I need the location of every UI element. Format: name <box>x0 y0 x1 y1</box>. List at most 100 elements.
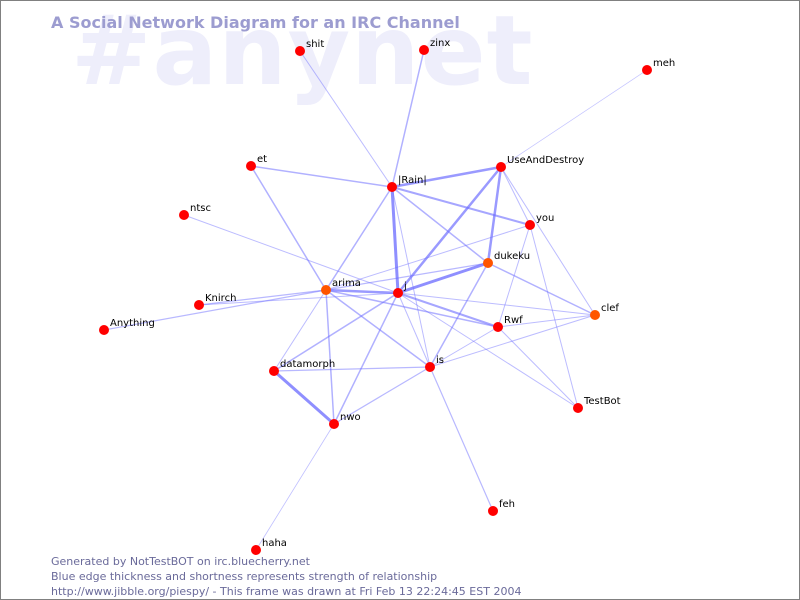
node-j: j <box>393 281 407 298</box>
node-ntsc: ntsc <box>179 203 211 220</box>
edge-rwf-is <box>429 326 499 368</box>
edge-arima-nwo <box>325 289 335 425</box>
node-label: TestBot <box>583 396 621 407</box>
node-label: Rwf <box>504 315 523 326</box>
edge-j-clef <box>397 292 596 316</box>
node-dot <box>425 362 435 372</box>
node-dot <box>295 46 305 56</box>
edge-arima-is <box>325 289 431 368</box>
edge-j-testbot <box>397 292 579 409</box>
node-dot <box>393 288 403 298</box>
node-feh: feh <box>488 499 515 516</box>
node-label: Anything <box>110 318 155 329</box>
edge-j-datamorph <box>273 292 399 372</box>
edge-useanddestroy-you <box>500 166 531 226</box>
node-label: j <box>403 281 407 292</box>
node-dot <box>269 366 279 376</box>
node-dot <box>419 45 429 55</box>
node-arima: arima <box>321 278 361 295</box>
edge-useanddestroy-clef <box>500 166 596 316</box>
edge-useanddestroy-dukeku <box>486 165 503 265</box>
edge-j-nwo <box>333 292 399 425</box>
node-dukeku: dukeku <box>483 251 530 268</box>
node-dot <box>387 182 397 192</box>
edge-arima-datamorph <box>273 289 327 372</box>
node-layer: shit zinx meh et |Rain| UseAndDestroy you ntsc d… <box>99 38 675 555</box>
edge-ntsc-j <box>183 214 399 294</box>
node-label: dukeku <box>494 251 530 262</box>
footer-legend: Blue edge thickness and shortness repres… <box>51 570 438 583</box>
node-label: arima <box>332 278 361 289</box>
edge-arima-rwf <box>325 289 499 328</box>
node-dot <box>488 506 498 516</box>
node-label: datamorph <box>280 359 335 370</box>
node-anything: Anything <box>99 318 155 335</box>
edge-nwo-is <box>333 366 431 425</box>
node-dot <box>573 403 583 413</box>
edge-clef-rwf <box>497 314 596 328</box>
node-label: meh <box>653 58 675 69</box>
edge-arima-anything <box>103 289 327 331</box>
edge-rain-j <box>390 185 400 295</box>
edge-dukeku-arima <box>325 262 489 291</box>
node-dot <box>496 162 506 172</box>
edge-you-arima <box>325 224 531 291</box>
node-is: is <box>425 355 444 372</box>
node-you: you <box>525 213 554 230</box>
node-label: UseAndDestroy <box>507 155 584 166</box>
edge-rwf-testbot <box>497 326 579 409</box>
edge-arima-j <box>324 288 400 295</box>
node-rain: |Rain| <box>387 175 427 192</box>
footer: Generated by NotTestBOT on irc.bluecherr… <box>51 554 521 599</box>
edge-dukeku-j <box>396 261 490 295</box>
node-dot <box>321 285 331 295</box>
edge-you-testbot <box>529 224 579 409</box>
node-rwf: Rwf <box>493 315 523 332</box>
edge-arima-knirch <box>198 289 327 306</box>
node-dot <box>590 310 600 320</box>
node-dot <box>483 258 493 268</box>
node-dot <box>179 210 189 220</box>
edge-et-rain <box>250 165 393 188</box>
edge-et-arima <box>250 165 327 291</box>
node-label: haha <box>262 538 287 549</box>
edge-rain-useanddestroy <box>390 165 503 189</box>
node-label: et <box>257 154 267 165</box>
edge-rain-you <box>391 186 531 226</box>
node-nwo: nwo <box>329 412 361 429</box>
node-label: |Rain| <box>398 175 427 186</box>
edge-meh-useanddestroy <box>500 69 648 168</box>
node-haha: haha <box>251 538 287 555</box>
node-dot <box>99 325 109 335</box>
node-dot <box>642 65 652 75</box>
edge-j-knirch <box>198 292 399 306</box>
node-knirch: Knirch <box>194 293 236 310</box>
node-label: zinx <box>430 38 450 49</box>
node-clef: clef <box>590 303 619 320</box>
edge-useanddestroy-j <box>396 165 503 295</box>
node-label: is <box>436 355 444 366</box>
footer-timestamp: http://www.jibble.org/piespy/ - This fra… <box>51 585 522 598</box>
node-testbot: TestBot <box>573 396 621 413</box>
edge-j-rwf <box>397 292 499 328</box>
edge-clef-is <box>429 314 596 368</box>
edge-zinx-rain <box>391 49 425 188</box>
node-label: nwo <box>340 412 361 423</box>
node-meh: meh <box>642 58 675 75</box>
node-shit: shit <box>295 39 324 56</box>
node-label: shit <box>306 39 324 50</box>
edge-layer <box>103 49 648 551</box>
edge-datamorph-nwo <box>272 369 336 426</box>
edge-datamorph-is <box>273 366 431 372</box>
edge-dukeku-clef <box>487 262 596 316</box>
node-label: you <box>536 213 554 224</box>
node-label: Knirch <box>205 293 236 304</box>
node-dot <box>493 322 503 332</box>
node-datamorph: datamorph <box>269 359 335 376</box>
node-label: ntsc <box>190 203 211 214</box>
node-label: clef <box>601 303 619 314</box>
edge-nwo-haha <box>255 423 335 551</box>
diagram-title: A Social Network Diagram for an IRC Chan… <box>51 13 460 32</box>
